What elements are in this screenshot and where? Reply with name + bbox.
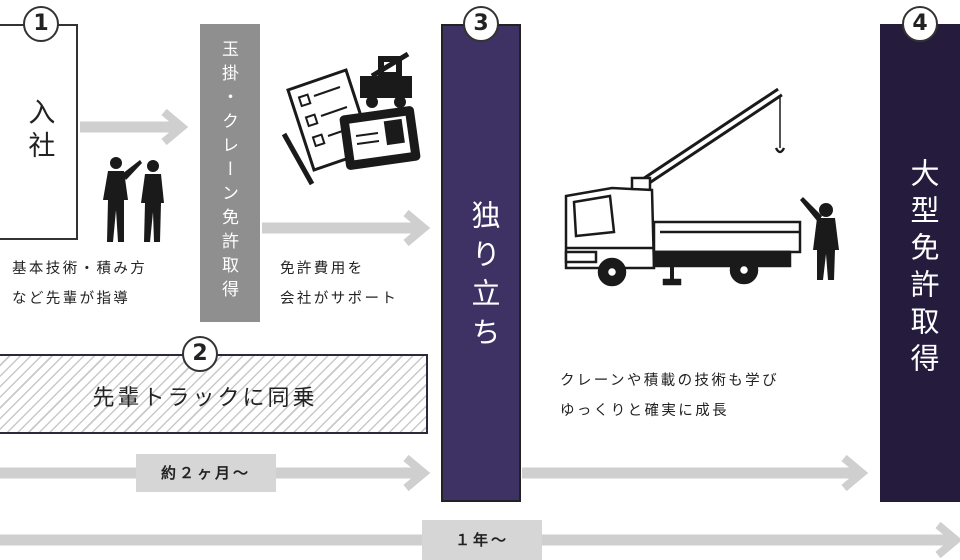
step3-number: 3 (463, 6, 499, 42)
arrow-license-to-step3 (262, 209, 431, 247)
workers-silhouette-icon (103, 157, 164, 242)
arrow-step1-to-license (80, 108, 189, 146)
license-course-box (200, 24, 260, 322)
step1-number: 1 (23, 6, 59, 42)
duration-one-year: １年～ (422, 520, 542, 560)
crane-truck-illustration (564, 87, 802, 287)
license-documents-icon (281, 51, 421, 186)
license-course-caption: 免許費用を 会社がサポート (280, 254, 398, 314)
license-course-title: 玉掛・クレーン免許取得 (218, 40, 238, 304)
step1-caption-line-2: など先輩が指導 (12, 291, 131, 307)
step2-number: 2 (182, 336, 218, 372)
duration-two-months: 約２ヶ月～ (136, 454, 276, 492)
step1-caption-line-1: 基本技術・積み方 (12, 261, 148, 277)
step1-box (0, 24, 78, 240)
step4-box (880, 24, 960, 502)
step3-caption: クレーンや積載の技術も学び ゆっくりと確実に成長 (560, 366, 779, 426)
arrow-step3-to-step4 (522, 454, 869, 492)
step3-caption-line-2: ゆっくりと確実に成長 (560, 403, 729, 419)
step3-title: 独り立ち (467, 200, 501, 356)
step1-caption: 基本技術・積み方 など先輩が指導 (12, 254, 147, 314)
worker-silhouette-icon (800, 197, 839, 280)
step1-title: 入社 (23, 98, 55, 164)
step3-box (441, 24, 521, 502)
license-caption-line-1: 免許費用を (280, 261, 365, 277)
step4-title: 大型免許取得 (906, 158, 940, 380)
license-caption-line-2: 会社がサポート (280, 291, 399, 307)
step3-caption-line-1: クレーンや積載の技術も学び (560, 373, 779, 389)
step2-title: 先輩トラックに同乗 (92, 386, 318, 411)
step4-number: 4 (902, 6, 938, 42)
